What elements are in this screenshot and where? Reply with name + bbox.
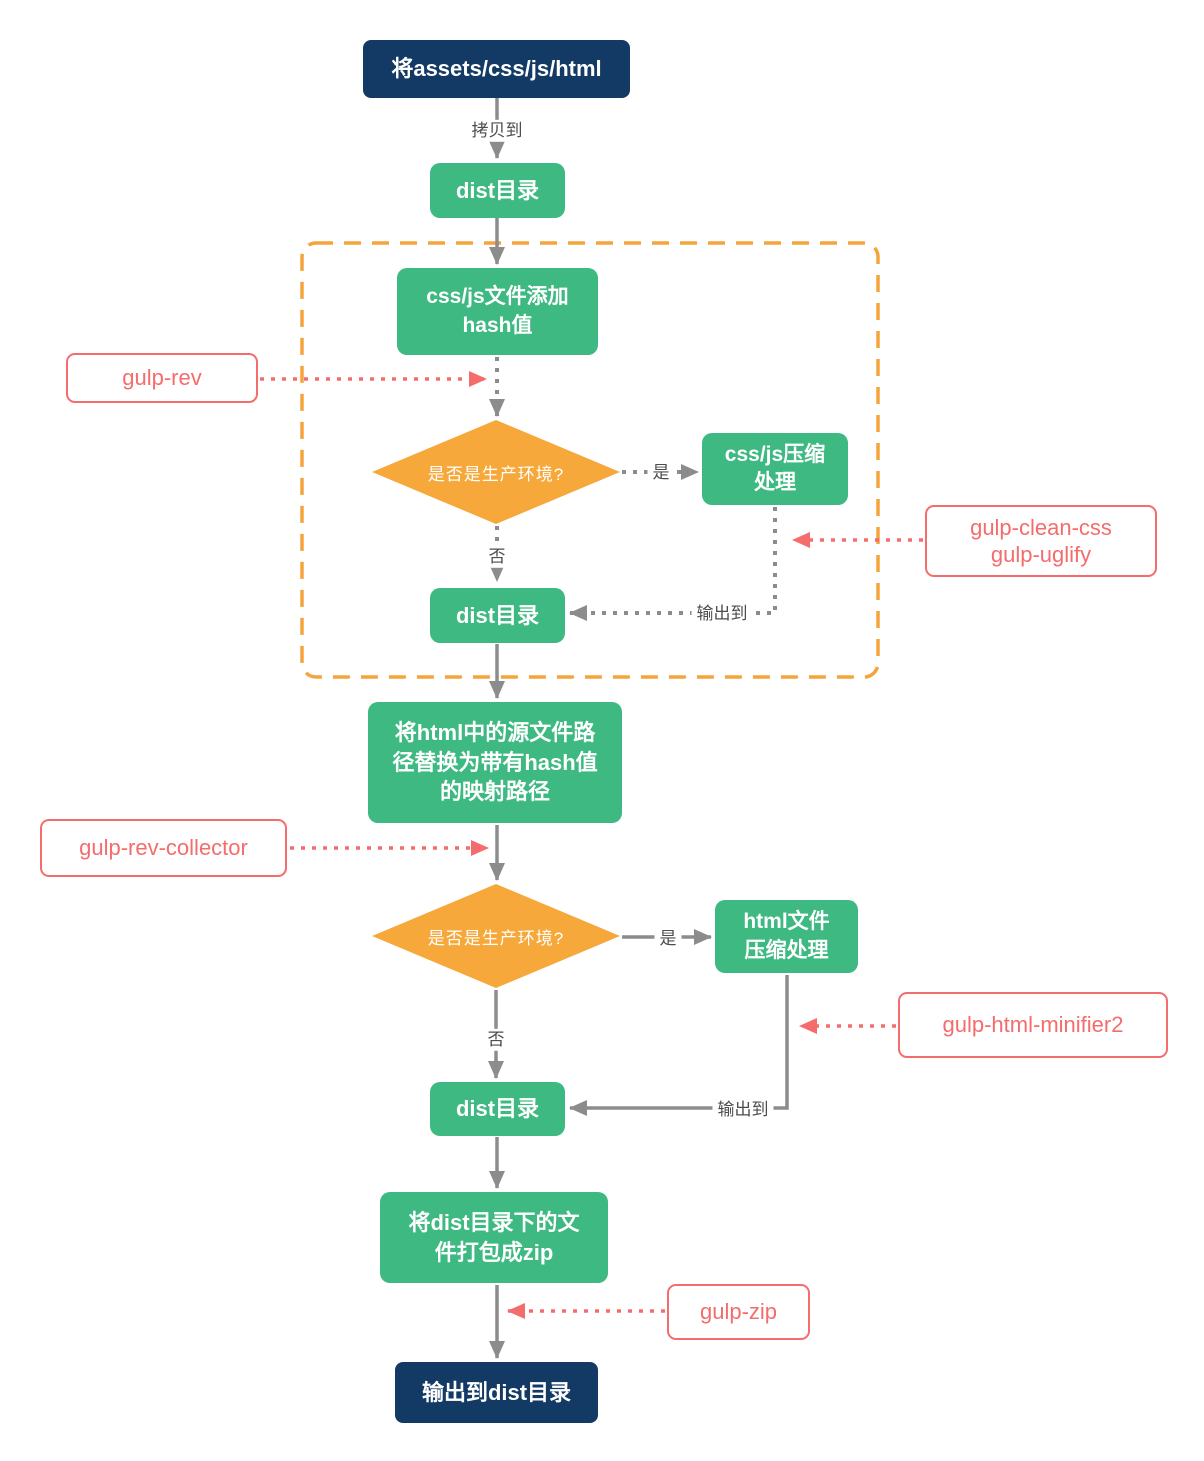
edge-label-output-to-2: 输出到 [712,1098,774,1122]
plugin-gulp-clean-uglify: gulp-clean-css gulp-uglify [925,505,1157,577]
decision-production-env-2: 是否是生产环境? [372,884,620,988]
node-html-compress: html文件 压缩处理 [715,900,858,973]
node-zip-pack: 将dist目录下的文 件打包成zip [380,1192,608,1283]
node-end: 输出到dist目录 [395,1362,598,1423]
node-html-replace: 将html中的源文件路 径替换为带有hash值 的映射路径 [368,702,622,823]
edge-label-no-1: 否 [483,545,511,569]
node-dist-html: dist目录 [430,1082,565,1136]
decision-production-env-1: 是否是生产环境? [372,420,620,524]
connector-htmlcompress-to-dist3 [569,975,789,1116]
node-dist-rev: dist目录 [430,588,565,643]
node-start: 将assets/css/js/html [363,40,630,98]
node-dist-copy: dist目录 [430,163,565,218]
connector-csscompress-to-dist2 [569,507,777,621]
edge-label-output-to-1: 输出到 [691,602,753,626]
edge-label-no-2: 否 [482,1028,510,1052]
node-add-hash: css/js文件添加 hash值 [397,268,598,355]
plugin-gulp-rev-collector: gulp-rev-collector [40,819,287,877]
plugin-gulp-rev: gulp-rev [66,353,258,403]
edge-label-yes-1: 是 [647,461,675,485]
edge-label-copy-to: 拷贝到 [466,119,528,143]
plugin-gulp-zip: gulp-zip [667,1284,810,1340]
node-css-js-compress: css/js压缩 处理 [702,433,848,505]
edge-label-yes-2: 是 [654,927,682,951]
plugin-gulp-html-minifier: gulp-html-minifier2 [898,992,1168,1058]
